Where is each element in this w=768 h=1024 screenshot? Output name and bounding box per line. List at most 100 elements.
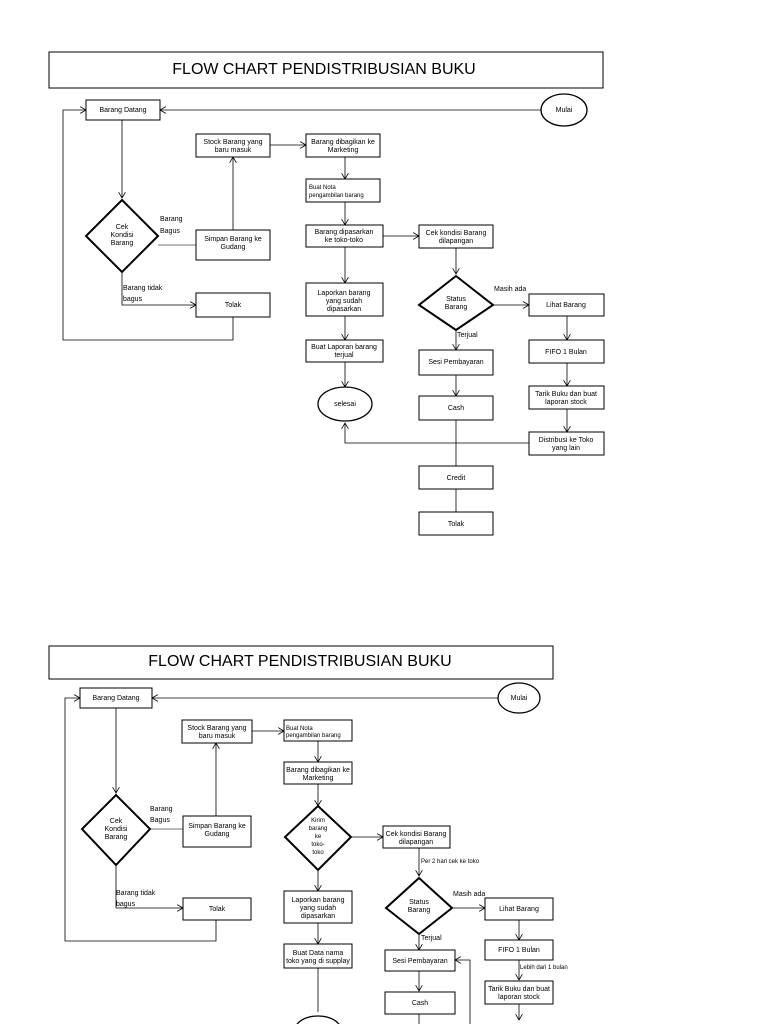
top-tarik-label-2: laporan stock [545,399,587,406]
bottom-status-label-1: Status [409,899,429,906]
bottom-node-simpan: Simpan Barang ke Gudang [182,815,252,848]
top-tolak-bottom-label: Tolak [448,521,465,528]
top-laporkan-label-1: Laporkan barang [318,290,371,297]
bottom-node-tolak: Tolak [182,897,252,921]
top-cek-kondisi-label-3: Barang [111,240,134,247]
top-simpan-label-1: Simpan Barang ke [204,236,262,243]
top-dipasarkan-label-1: Barang dipasarkan [315,229,374,236]
top-masih-ada-label: Masih ada [494,286,526,293]
bottom-cash-label: Cash [412,1000,428,1007]
top-cash-label: Cash [448,405,464,412]
top-mulai-label: Mulai [556,107,573,114]
top-laporkan-label-2: yang sudah [326,298,362,305]
top-node-dibagikan: Barang dibagikan ke Marketing [305,133,381,158]
bottom-terjual-label: Terjual [421,935,442,942]
top-dipasarkan-label-2: ke toko-toko [325,237,363,244]
bottom-stock-label-1: Stock Barang yang [187,725,246,732]
bottom-kirim-label-3: ke [315,834,322,840]
top-buat-laporan-label-1: Buat Laporan barang [311,344,377,351]
top-node-cek-lapangan: Cek kondisi Barang dilapangan [418,224,494,249]
top-selesai-label: selesai [334,401,356,408]
top-node-cek-kondisi: Cek Kondisi Barang [84,198,160,274]
bottom-laporkan-label-2: yang sudah [300,905,336,912]
bottom-nota-label-2: pengambilan barang [286,733,341,739]
top-buat-laporan-label-2: terjual [334,352,354,359]
bottom-dibagikan-label-2: Marketing [303,775,334,782]
top-node-dipasarkan: Barang dipasarkan ke toko-toko [305,224,384,248]
top-node-buat-laporan: Buat Laporan barang terjual [305,339,384,363]
top-tidak-bagus-label-2: bagus [123,296,143,303]
bottom-data-nama-label-2: toko yang di supplay [286,958,350,965]
bottom-flowchart: FLOW CHART PENDISTRIBUSIAN BUKU [48,645,568,1024]
bottom-barang-bagus-label-1: Barang [150,806,173,813]
bottom-node-cek-kondisi: Cek Kondisi Barang [80,793,152,867]
top-credit-label: Credit [447,475,466,482]
top-nota-label-2: pengambilan barang [309,193,364,199]
top-node-fifo: FIFO 1 Bulan [528,339,605,364]
top-node-mulai: Mulai [540,93,588,127]
top-cek-kondisi-label-1: Cek [116,224,129,231]
top-node-laporkan: Laporkan barang yang sudah dipasarkan [305,282,384,317]
bottom-node-barang-datang: Barang Datang [79,687,153,709]
bottom-node-status-barang: Status Barang [384,876,454,936]
top-stock-label-2: baru masuk [215,147,252,154]
bottom-cek-kondisi-label-1: Cek [110,818,123,825]
top-dibagikan-label-2: Marketing [328,147,359,154]
bottom-node-cek-lapangan: Cek kondisi Barang dilapangan [382,825,451,849]
bottom-fifo-label: FIFO 1 Bulan [498,947,540,954]
top-nota-label-1: Buat Nota [309,185,336,191]
top-tolak-label: Tolak [225,302,242,309]
top-title-box: FLOW CHART PENDISTRIBUSIAN BUKU [48,51,604,89]
top-connectors [62,110,567,512]
top-tarik-label-1: Tarik Buku dan buat [535,391,597,398]
bottom-stock-label-2: baru masuk [199,733,236,740]
top-node-buat-nota: Buat Nota pengambilan barang [305,178,381,203]
top-simpan-label-2: Gudang [221,244,246,251]
bottom-laporkan-label-1: Laporkan barang [292,897,345,904]
bottom-cek-lap-label-1: Cek kondisi Barang [386,831,447,838]
top-cek-lap-label-1: Cek kondisi Barang [426,230,487,237]
top-lihat-barang-label: Lihat Barang [546,302,586,309]
top-node-barang-datang: Barang Datang [85,99,161,121]
top-flowchart: FLOW CHART PENDISTRIBUSIAN BUKU [48,51,605,536]
top-laporkan-label-3: dipasarkan [327,306,361,313]
bottom-cek-kondisi-label-3: Barang [105,834,128,841]
bottom-kirim-label-1: Kirim [311,818,325,824]
bottom-title: FLOW CHART PENDISTRIBUSIAN BUKU [148,653,451,670]
bottom-kirim-label-5: toko [312,850,324,856]
bottom-title-box: FLOW CHART PENDISTRIBUSIAN BUKU [48,645,554,680]
bottom-mulai-label: Mulai [511,695,528,702]
bottom-simpan-label-1: Simpan Barang ke [188,823,246,830]
top-status-label-2: Barang [445,304,468,311]
top-node-status-barang: Status Barang [417,274,495,332]
bottom-masih-ada-label: Masih ada [453,891,485,898]
bottom-node-fifo: FIFO 1 Bulan [484,939,554,961]
bottom-cek-lap-label-2: dilapangan [399,839,433,846]
top-status-label-1: Status [446,296,466,303]
bottom-node-cash: Cash [384,991,456,1015]
bottom-status-label-2: Barang [408,907,431,914]
bottom-data-nama-label-1: Buat Data nama [293,950,344,957]
top-node-sesi-pembayaran: Sesi Pembayaran [418,349,494,376]
top-cek-lap-label-2: dilapangan [439,238,473,245]
bottom-tidak-bagus-label-2: bagus [116,901,136,908]
top-tidak-bagus-label-1: Barang tidak [123,285,163,292]
bottom-per2hari-label: Per 2 hari cek ke toko [421,859,480,865]
top-node-simpan: Simpan Barang ke Gudang [195,229,271,261]
bottom-lebih-dari-label: Lebih dari 1 bulan [520,965,568,971]
bottom-barang-datang-label: Barang Datang [92,695,139,702]
bottom-kirim-label-4: toko- [311,842,324,848]
bottom-dibagikan-label-1: Barang dibagikan ke [286,767,350,774]
bottom-node-buat-data-nama: Buat Data nama toko yang di supplay [283,943,353,969]
bottom-node-mulai: Mulai [497,682,541,714]
top-node-tolak: Tolak [195,292,271,318]
bottom-node-tarik-buku: Tarik Buku dan buat laporan stock [484,980,554,1005]
bottom-sesi-label: Sesi Pembayaran [392,958,447,965]
bottom-node-kirim-barang: Kirim barang ke toko- toko [283,804,353,872]
top-node-stock-barang: Stock Barang yang baru masuk [195,133,271,158]
top-title: FLOW CHART PENDISTRIBUSIAN BUKU [172,61,475,78]
top-stock-label-1: Stock Barang yang [203,139,262,146]
top-node-selesai: selesai [317,386,373,422]
bottom-node-lihat-barang: Lihat Barang [484,897,554,921]
